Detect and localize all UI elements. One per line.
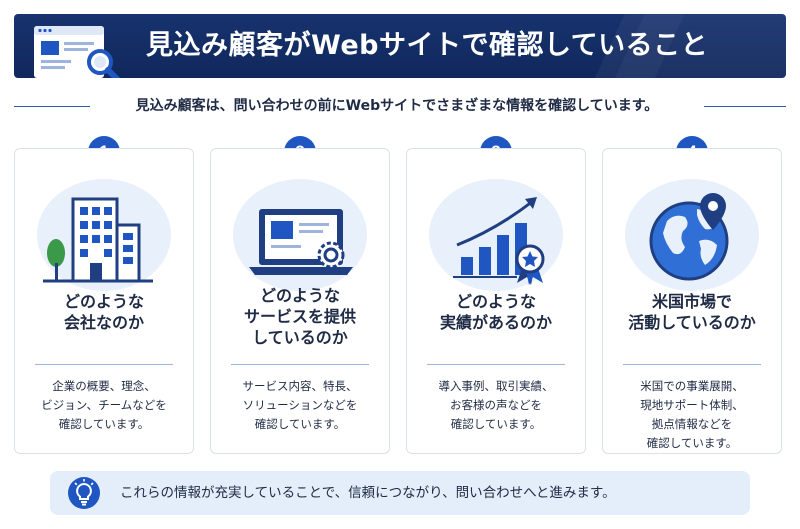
divider [231, 364, 369, 365]
footer-text: これらの情報が充実していることで、信頼につながり、問い合わせへと進みます。 [120, 485, 616, 501]
header-banner: 見込み顧客がWebサイトで確認していること [14, 14, 786, 78]
laptop-gear-icon [249, 209, 353, 275]
page-title: 見込み顧客がWebサイトで確認していること [146, 30, 709, 61]
subtitle: 見込み顧客は、問い合わせの前にWebサイトでさまざまな情報を確認しています。 [135, 98, 659, 114]
card-description: サービス内容、特長、 ソリューションなどを 確認しています。 [242, 379, 358, 431]
card-title: どのような 実績があるのか [439, 292, 552, 332]
card-description: 導入事例、取引実績、 お客様の声などを 確認しています。 [438, 379, 554, 431]
lightbulb-icon [68, 477, 100, 509]
divider [35, 364, 173, 365]
card-title: どのような 会社なのか [63, 292, 144, 332]
divider [623, 364, 761, 365]
growth-chart-badge-icon [453, 197, 545, 285]
card-description: 企業の概要、理念、 ビジョン、チームなどを 確認しています。 [41, 379, 167, 431]
illustration-background [429, 179, 563, 291]
card-track-record: どのような 実績があるのか 導入事例、取引実績、 お客様の声などを 確認していま… [406, 148, 586, 454]
subtitle-row: 見込み顧客は、問い合わせの前にWebサイトでさまざまな情報を確認しています。 [14, 94, 786, 118]
divider [14, 106, 90, 107]
card-title: どのような サービスを提供 しているのか [243, 286, 356, 347]
card-title: 米国市場で 活動しているのか [628, 292, 756, 332]
globe-pin-icon [649, 193, 729, 281]
card-company: どのような 会社なのか 企業の概要、理念、 ビジョン、チームなどを 確認していま… [14, 148, 194, 454]
card-description: 米国での事業展開、 現地サポート体制、 拠点情報などを 確認しています。 [640, 379, 744, 450]
card-us-market: 米国市場で 活動しているのか 米国での事業展開、 現地サポート体制、 拠点情報な… [602, 148, 782, 454]
divider [704, 106, 786, 107]
card-service: どのような サービスを提供 しているのか サービス内容、特長、 ソリューションな… [210, 148, 390, 454]
footer-note: これらの情報が充実していることで、信頼につながり、問い合わせへと進みます。 [50, 471, 750, 515]
browser-search-icon [34, 26, 121, 78]
building-icon [43, 197, 153, 283]
divider [427, 364, 565, 365]
